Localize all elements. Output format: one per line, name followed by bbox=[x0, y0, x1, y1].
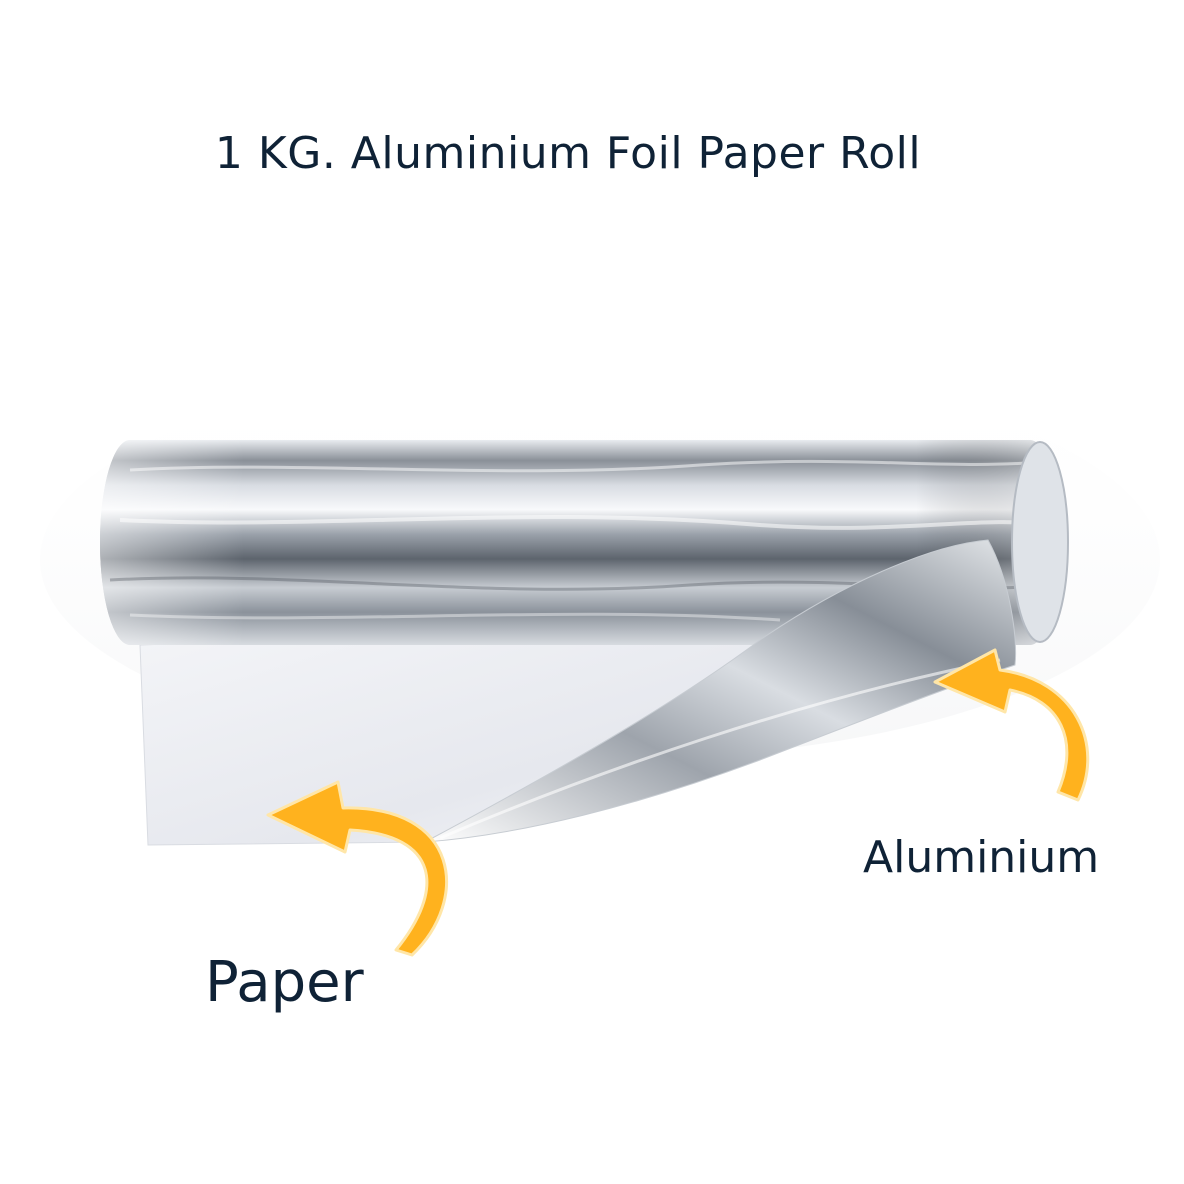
foil-flap-highlight bbox=[439, 658, 1001, 840]
curved-arrow-icon bbox=[933, 648, 1090, 802]
paper-label: Paper bbox=[205, 950, 364, 1015]
page-title: 1 KG. Aluminium Foil Paper Roll bbox=[214, 128, 922, 179]
curved-arrow-icon bbox=[266, 780, 449, 957]
foil-flap bbox=[424, 539, 1017, 843]
foil-roll bbox=[100, 440, 1069, 645]
aluminium-label: Aluminium bbox=[863, 832, 1100, 883]
